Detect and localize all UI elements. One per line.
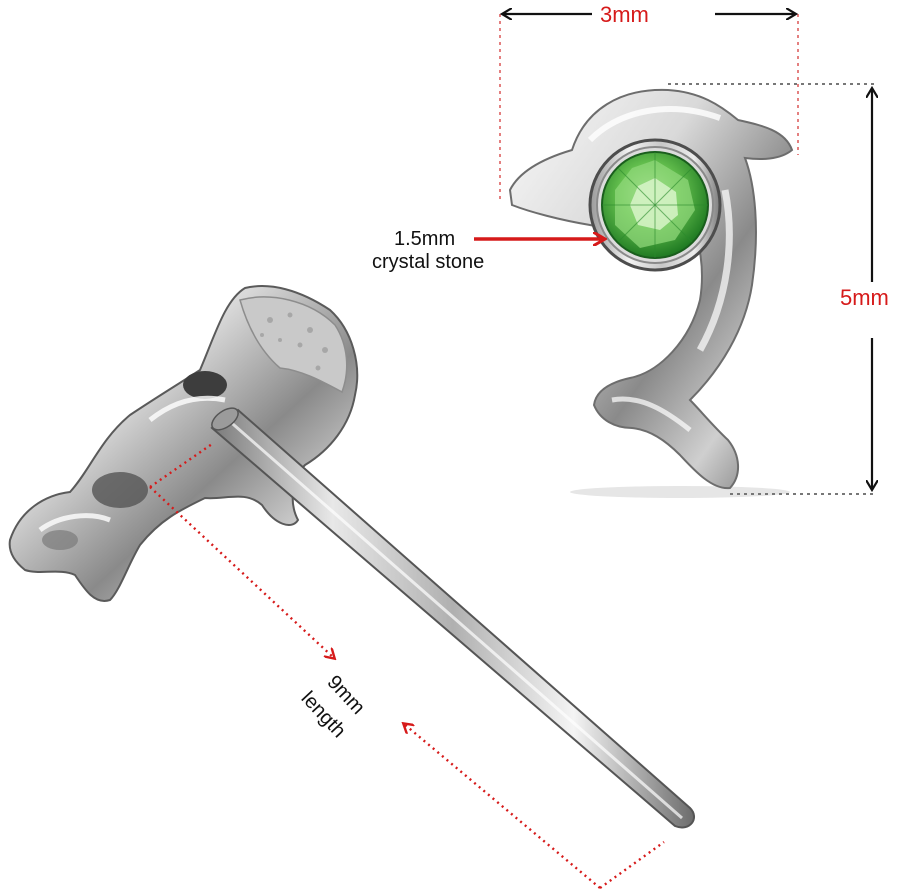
- width-label: 3mm: [600, 2, 649, 27]
- stone-desc-label: crystal stone: [372, 251, 485, 273]
- crystal-stone: [601, 151, 709, 259]
- stone-size-label: 1.5mm: [394, 228, 456, 250]
- height-label: 5mm: [840, 285, 889, 310]
- dolphin-side-body: [8, 285, 359, 602]
- width-measure: [499, 14, 799, 200]
- dolphin-side-view: [8, 285, 359, 602]
- length-arrow-top: [149, 486, 334, 658]
- height-measure: [668, 83, 876, 495]
- length-measure: [149, 443, 665, 889]
- dolphin-front-body: [508, 88, 794, 490]
- dolphin-front-view: [508, 88, 794, 498]
- nose-stud-pin: [210, 407, 695, 829]
- length-arrow-bottom: [404, 724, 601, 889]
